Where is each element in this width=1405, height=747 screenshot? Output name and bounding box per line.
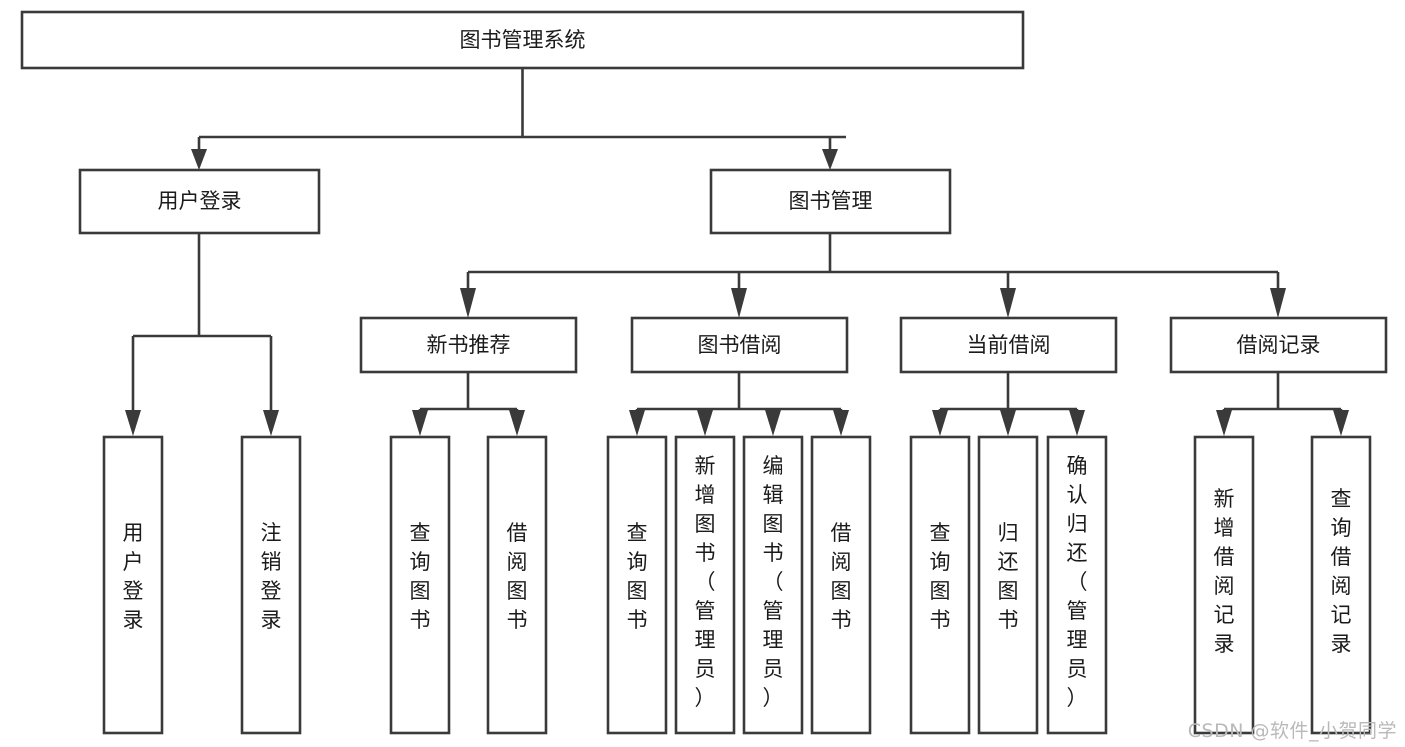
arrowhead-book-mgmt [822, 149, 838, 170]
node-root[interactable]: 图书管理系统 [20, 10, 1025, 70]
leaf-edit-book-admin-label: 编辑图书（管理员） [763, 454, 784, 710]
node-book-management[interactable]: 图书管理 [709, 168, 952, 235]
node-new-book-recommend-label: 新书推荐 [427, 333, 511, 357]
arrowhead-leaf-user-login [125, 410, 141, 436]
arrowhead-currentborrow-leaf-1 [932, 410, 948, 436]
leaf-newbooks-borrow-book[interactable]: 借阅图书 [486, 435, 548, 735]
leaf-current-query-book-label: 查询图书 [930, 521, 951, 632]
node-book-management-box[interactable] [709, 168, 952, 235]
arrowhead-borrow-records [1270, 288, 1286, 318]
arrowhead-borrowbooks-leaf-1 [629, 410, 645, 436]
arrowhead-newbooks-leaf-2 [509, 410, 525, 436]
node-book-borrow-label: 图书借阅 [698, 333, 782, 357]
leaf-logout-box[interactable] [240, 435, 302, 735]
leaf-return-book-box[interactable] [977, 435, 1039, 735]
node-current-borrow[interactable]: 当前借阅 [899, 316, 1118, 374]
leaf-return-book[interactable]: 归还图书 [977, 435, 1039, 735]
leaf-add-borrow-record[interactable]: 新增借阅记录 [1193, 435, 1255, 735]
leaf-query-borrow-record[interactable]: 查询借阅记录 [1310, 435, 1372, 735]
leaf-confirm-return-admin-box[interactable] [1046, 435, 1108, 735]
node-borrow-records-box[interactable] [1169, 316, 1388, 374]
node-root-box[interactable] [20, 10, 1025, 70]
leaf-newbooks-borrow-book-box[interactable] [486, 435, 548, 735]
arrowhead-borrowrecords-leaf-1 [1216, 410, 1232, 436]
leaf-user-login-label: 用户登录 [123, 521, 144, 632]
node-book-borrow-box[interactable] [630, 316, 849, 374]
leaf-edit-book-admin-box[interactable] [742, 435, 804, 735]
leaf-edit-book-admin[interactable]: 编辑图书（管理员） [742, 435, 804, 735]
node-borrow-records-label: 借阅记录 [1237, 333, 1321, 357]
node-borrow-records[interactable]: 借阅记录 [1169, 316, 1388, 374]
leaf-borrow-book-label: 借阅图书 [831, 521, 852, 632]
arrowhead-currentborrow-leaf-2 [1000, 410, 1016, 436]
leaf-logout-label: 注销登录 [261, 521, 282, 632]
leaf-newbooks-borrow-book-label: 借阅图书 [507, 521, 528, 632]
arrowhead-borrowbooks-leaf-2 [697, 410, 713, 436]
leaf-newbooks-query-book[interactable]: 查询图书 [389, 435, 451, 735]
leaf-logout[interactable]: 注销登录 [240, 435, 302, 735]
leaf-return-book-label: 归还图书 [998, 521, 1019, 632]
leaf-add-book-admin-box[interactable] [674, 435, 736, 735]
node-book-management-label: 图书管理 [789, 189, 873, 213]
leaf-borrow-book[interactable]: 借阅图书 [810, 435, 872, 735]
node-user-login-box[interactable] [78, 168, 321, 235]
node-user-login-label: 用户登录 [158, 189, 242, 213]
leaf-confirm-return-admin[interactable]: 确认归还（管理员） [1046, 435, 1108, 735]
leaf-confirm-return-admin-label: 确认归还（管理员） [1067, 454, 1088, 710]
leaf-query-borrow-record-label: 查询借阅记录 [1331, 487, 1352, 656]
node-current-borrow-box[interactable] [899, 316, 1118, 374]
arrowhead-currentborrow-leaf-3 [1069, 410, 1085, 436]
arrowhead-current-borrow [1000, 288, 1016, 318]
connector-layer [125, 68, 1349, 436]
leaf-current-query-book[interactable]: 查询图书 [909, 435, 971, 735]
leaf-borrow-query-book[interactable]: 查询图书 [606, 435, 668, 735]
leaf-user-login-box[interactable] [102, 435, 164, 735]
node-book-borrow[interactable]: 图书借阅 [630, 316, 849, 374]
node-root-label: 图书管理系统 [460, 28, 586, 52]
leaf-borrow-query-book-box[interactable] [606, 435, 668, 735]
arrowhead-borrowbooks-leaf-4 [833, 410, 849, 436]
leaf-add-book-admin-label: 新增图书（管理员） [695, 454, 716, 710]
node-new-book-recommend-box[interactable] [359, 316, 578, 374]
leaf-current-query-book-box[interactable] [909, 435, 971, 735]
arrowhead-leaf-logout [263, 410, 279, 436]
arrowhead-new-books [460, 288, 476, 318]
leaf-newbooks-query-book-box[interactable] [389, 435, 451, 735]
leaf-newbooks-query-book-label: 查询图书 [410, 521, 431, 632]
leaf-add-borrow-record-box[interactable] [1193, 435, 1255, 735]
leaf-query-borrow-record-box[interactable] [1310, 435, 1372, 735]
node-user-login[interactable]: 用户登录 [78, 168, 321, 235]
arrowhead-borrow-books [731, 288, 747, 318]
node-current-borrow-label: 当前借阅 [967, 333, 1051, 357]
leaf-add-borrow-record-label: 新增借阅记录 [1214, 487, 1235, 656]
arrowhead-borrowbooks-leaf-3 [765, 410, 781, 436]
node-new-book-recommend[interactable]: 新书推荐 [359, 316, 578, 374]
leaf-user-login[interactable]: 用户登录 [102, 435, 164, 735]
leaf-borrow-book-box[interactable] [810, 435, 872, 735]
arrowhead-user-login [191, 149, 207, 170]
leaf-borrow-query-book-label: 查询图书 [627, 521, 648, 632]
arrowhead-newbooks-leaf-1 [412, 410, 428, 436]
arrowhead-borrowrecords-leaf-2 [1333, 410, 1349, 436]
leaf-add-book-admin[interactable]: 新增图书（管理员） [674, 435, 736, 735]
